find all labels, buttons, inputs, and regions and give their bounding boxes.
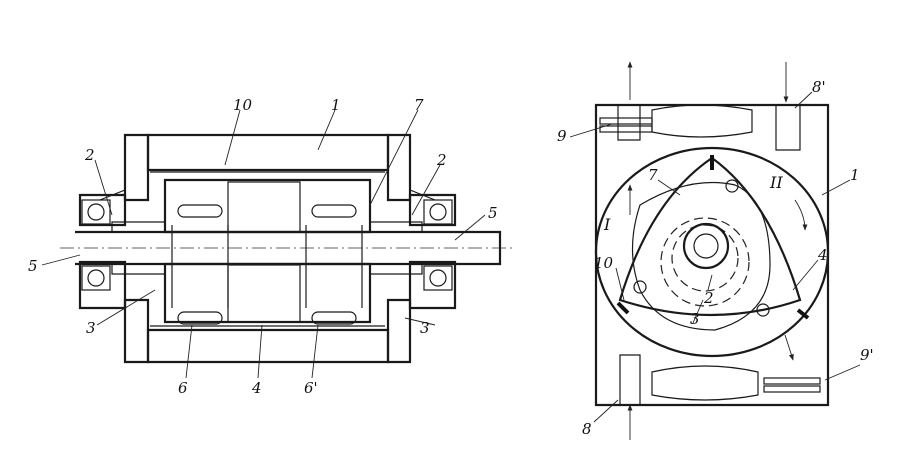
left-leaders bbox=[41, 109, 486, 379]
label-2-left-b: 2 bbox=[436, 151, 447, 169]
shaft-hub-outer bbox=[682, 222, 730, 270]
label-3-right: 3 bbox=[690, 310, 700, 328]
housing-bottom bbox=[123, 298, 412, 364]
shaft-hub-inner bbox=[693, 233, 719, 259]
housing-top bbox=[99, 133, 436, 202]
top-port-middle bbox=[651, 104, 753, 138]
label-6-prime-left: 6' bbox=[304, 379, 318, 397]
label-5-left-b: 5 bbox=[488, 204, 498, 222]
label-7-left: 7 bbox=[414, 96, 424, 114]
right-flange bbox=[408, 193, 457, 310]
label-8-prime: 8' bbox=[812, 78, 826, 96]
left-bearings bbox=[81, 199, 111, 291]
top-port-right bbox=[775, 104, 801, 151]
rotor bbox=[163, 178, 372, 234]
label-3-left-b: 3 bbox=[420, 319, 430, 337]
label-10-left: 10 bbox=[233, 96, 253, 114]
housing-bore bbox=[594, 146, 830, 358]
label-6-left: 6 bbox=[178, 379, 188, 397]
label-9: 9 bbox=[557, 127, 567, 145]
label-10-right: 10 bbox=[594, 254, 614, 272]
label-roman-I: I bbox=[603, 215, 611, 234]
right-leaders bbox=[569, 91, 861, 423]
eccentric-plate bbox=[631, 181, 771, 331]
label-8: 8 bbox=[582, 420, 592, 438]
label-1-right: 1 bbox=[850, 166, 860, 184]
bottom-port-middle bbox=[651, 365, 759, 401]
bottom-port-left bbox=[619, 354, 641, 406]
left-flange bbox=[78, 193, 127, 310]
housing-outer bbox=[594, 103, 830, 407]
right-bearings bbox=[423, 199, 453, 291]
label-2-right: 2 bbox=[703, 289, 714, 307]
label-1-left: 1 bbox=[331, 96, 341, 114]
label-9-prime: 9' bbox=[860, 346, 874, 364]
label-3-left-a: 3 bbox=[86, 319, 96, 337]
top-port-left bbox=[617, 104, 641, 141]
eccentric-circle-outer bbox=[660, 217, 750, 307]
left-sectional-view: 10 1 7 2 2 5 5 3 3 6 4 6' bbox=[28, 96, 515, 397]
label-2-left-a: 2 bbox=[84, 146, 95, 164]
label-7-right: 7 bbox=[648, 166, 658, 184]
label-4-left: 4 bbox=[251, 379, 262, 397]
flow-arrows bbox=[627, 61, 808, 440]
label-5-left-a: 5 bbox=[28, 257, 38, 275]
label-roman-II: II bbox=[769, 173, 783, 192]
vane-slots bbox=[171, 204, 363, 325]
label-4-right: 4 bbox=[817, 246, 828, 264]
right-sectional-view: 9 8' 7 II 1 I 10 4 2 3 9' 8 bbox=[557, 61, 874, 440]
triangular-rotor bbox=[618, 156, 802, 317]
